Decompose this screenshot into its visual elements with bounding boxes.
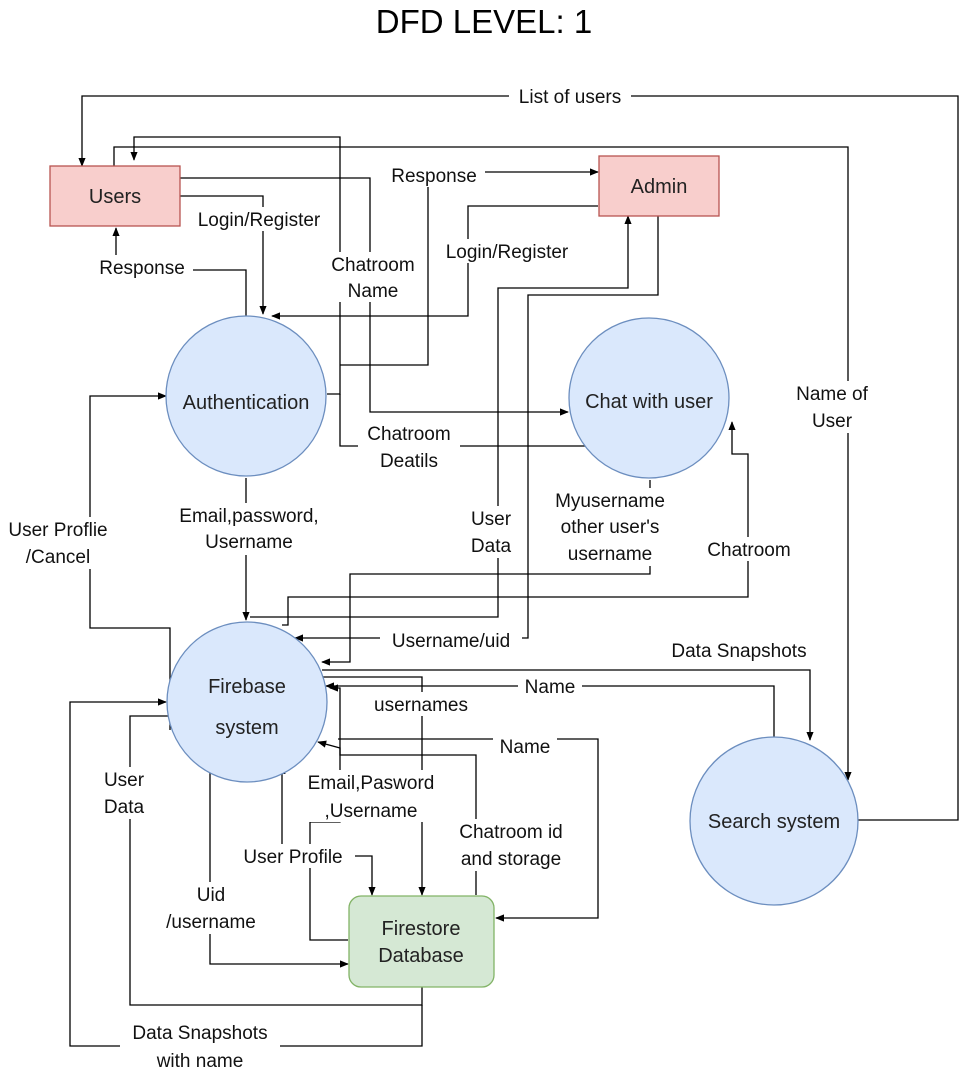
label-chatroom: Chatroom xyxy=(707,540,790,561)
diagram-title: DFD LEVEL: 1 xyxy=(376,3,592,40)
label-user-data-left-1: User xyxy=(104,770,145,791)
firestore-label-line1: Firestore xyxy=(382,918,461,940)
edge-response-admin xyxy=(340,168,599,366)
label-data-snapshots: Data Snapshots xyxy=(671,641,806,662)
label-login-register-admin: Login/Register xyxy=(446,242,569,263)
edge-list-of-users xyxy=(78,95,959,821)
label-user-profile-cancel-2: /Cancel xyxy=(26,547,90,568)
edge-user-profile-cancel xyxy=(89,392,171,730)
users-entity[interactable]: Users xyxy=(49,165,181,227)
label-name-of-user-2: User xyxy=(812,411,853,432)
edge-name-firestore xyxy=(338,738,599,922)
label-user-profile: User Profile xyxy=(243,847,342,868)
users-label: Users xyxy=(89,186,141,208)
edge-usernames xyxy=(322,676,426,896)
label-email-password-2: Username xyxy=(205,532,293,553)
label-name-search: Name xyxy=(525,677,576,698)
label-myusername-3: username xyxy=(568,544,653,565)
admin-entity[interactable]: Admin xyxy=(598,155,720,217)
edge-chatroom-details xyxy=(339,394,585,447)
authentication-label: Authentication xyxy=(183,392,310,414)
label-username-uid: Username/uid xyxy=(392,631,510,652)
label-usernames: usernames xyxy=(374,695,468,716)
label-email-pasword-2: ,Username xyxy=(325,801,418,822)
edge-name-of-user xyxy=(113,146,852,781)
label-response-users: Response xyxy=(99,258,185,279)
edge-uid-username xyxy=(209,770,349,968)
label-email-password-1: Email,password, xyxy=(179,506,318,527)
admin-label: Admin xyxy=(631,176,688,198)
label-user-data-admin-2: Data xyxy=(471,536,512,557)
label-data-snapshots-name-1: Data Snapshots xyxy=(132,1023,267,1044)
label-chatroom-name-2: Name xyxy=(348,281,399,302)
label-uid-username-2: /username xyxy=(166,912,256,933)
label-email-pasword-1: Email,Pasword xyxy=(308,773,435,794)
edge-name-search xyxy=(325,682,775,738)
label-list-of-users: List of users xyxy=(519,87,621,108)
label-chatroom-details-1: Chatroom xyxy=(367,424,450,445)
edge-auth-to-users-top xyxy=(130,136,341,395)
label-chatroom-details-2: Deatils xyxy=(380,451,438,472)
label-myusername-1: Myusername xyxy=(555,491,665,512)
label-login-register-users: Login/Register xyxy=(198,210,321,231)
label-myusername-2: other user's xyxy=(561,517,660,538)
label-chatroom-name-1: Chatroom xyxy=(331,255,414,276)
edge-chatroom-id xyxy=(317,740,477,895)
label-response-admin: Response xyxy=(391,166,477,187)
search-system-process[interactable]: Search system xyxy=(689,736,859,906)
firestore-label-line2: Database xyxy=(378,945,464,967)
label-name-of-user-1: Name of xyxy=(796,384,869,405)
label-chatroom-id-2: and storage xyxy=(461,849,561,870)
firebase-label-line1: Firebase xyxy=(208,676,286,698)
edge-data-snapshots-name xyxy=(69,698,423,1047)
firebase-label-line2: system xyxy=(215,717,278,739)
firebase-process[interactable]: Firebase system xyxy=(166,621,328,783)
edge-chatroom xyxy=(282,421,749,626)
edge-login-register-users xyxy=(180,195,267,315)
label-user-data-admin-1: User xyxy=(471,509,512,530)
search-system-label: Search system xyxy=(708,811,840,833)
edge-labels: List of users Response Login/Register Re… xyxy=(0,84,876,1074)
label-name-firestore: Name xyxy=(500,737,551,758)
chat-with-user-process[interactable]: Chat with user xyxy=(568,317,730,479)
authentication-process[interactable]: Authentication xyxy=(165,315,327,477)
chat-with-user-label: Chat with user xyxy=(585,391,713,413)
label-user-profile-cancel-1: User Proflie xyxy=(8,520,107,541)
label-uid-username-1: Uid xyxy=(197,885,226,906)
label-data-snapshots-name-2: with name xyxy=(156,1051,244,1072)
firestore-datastore[interactable]: Firestore Database xyxy=(348,895,495,988)
label-user-data-left-2: Data xyxy=(104,797,145,818)
edge-data-snapshots xyxy=(322,669,814,741)
edge-user-data-admin xyxy=(250,215,632,618)
label-chatroom-id-1: Chatroom id xyxy=(459,822,563,843)
